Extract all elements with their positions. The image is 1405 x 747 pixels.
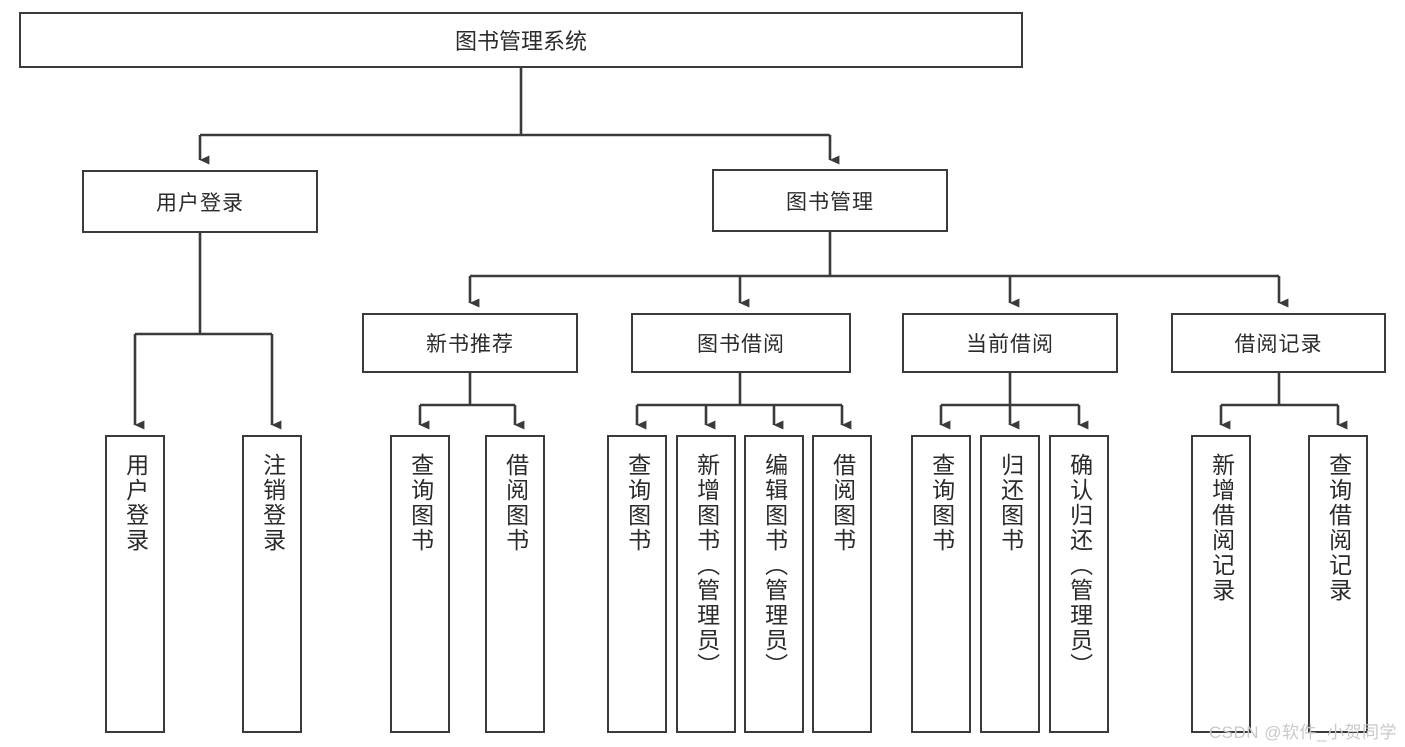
leaf-borrow-record-query[interactable]: 查询借阅记录 bbox=[1308, 435, 1368, 733]
leaf-label: 查询图书 bbox=[928, 453, 955, 553]
node-root-system[interactable]: 图书管理系统 bbox=[19, 12, 1023, 68]
leaf-label: 查询借阅记录 bbox=[1325, 453, 1352, 603]
leaf-label: 借阅图书 bbox=[829, 453, 856, 553]
node-user-login[interactable]: 用户登录 bbox=[82, 170, 318, 233]
leaf-user-login-signout[interactable]: 注销登录 bbox=[242, 435, 302, 733]
leaf-label: 归还图书 bbox=[997, 453, 1024, 553]
node-new-book-recommend[interactable]: 新书推荐 bbox=[362, 313, 578, 373]
leaf-label: 新增图书（管理员） bbox=[693, 453, 720, 678]
node-book-borrow[interactable]: 图书借阅 bbox=[631, 313, 851, 373]
leaf-current-borrow-query[interactable]: 查询图书 bbox=[911, 435, 971, 733]
watermark: CSDN @软件_小贺同学 bbox=[1208, 723, 1397, 742]
node-borrow-record[interactable]: 借阅记录 bbox=[1171, 313, 1386, 373]
leaf-book-borrow-edit[interactable]: 编辑图书（管理员） bbox=[744, 435, 804, 733]
leaf-label: 用户登录 bbox=[122, 453, 149, 553]
leaf-new-book-borrow[interactable]: 借阅图书 bbox=[485, 435, 545, 733]
node-current-borrow[interactable]: 当前借阅 bbox=[902, 313, 1118, 373]
leaf-new-book-query[interactable]: 查询图书 bbox=[390, 435, 450, 733]
leaf-label: 借阅图书 bbox=[502, 453, 529, 553]
leaf-current-borrow-return[interactable]: 归还图书 bbox=[980, 435, 1040, 733]
leaf-current-borrow-confirm[interactable]: 确认归还（管理员） bbox=[1049, 435, 1109, 733]
leaf-book-borrow-borrow[interactable]: 借阅图书 bbox=[812, 435, 872, 733]
leaf-label: 编辑图书（管理员） bbox=[761, 453, 788, 678]
leaf-label: 新增借阅记录 bbox=[1208, 453, 1235, 603]
leaf-borrow-record-add[interactable]: 新增借阅记录 bbox=[1191, 435, 1251, 733]
leaf-label: 查询图书 bbox=[407, 453, 434, 553]
leaf-label: 查询图书 bbox=[624, 453, 651, 553]
leaf-book-borrow-add[interactable]: 新增图书（管理员） bbox=[676, 435, 736, 733]
leaf-user-login-signin[interactable]: 用户登录 bbox=[105, 435, 165, 733]
node-book-management[interactable]: 图书管理 bbox=[712, 169, 948, 232]
leaf-book-borrow-query[interactable]: 查询图书 bbox=[607, 435, 667, 733]
leaf-label: 注销登录 bbox=[259, 453, 286, 553]
leaf-label: 确认归还（管理员） bbox=[1066, 453, 1093, 678]
